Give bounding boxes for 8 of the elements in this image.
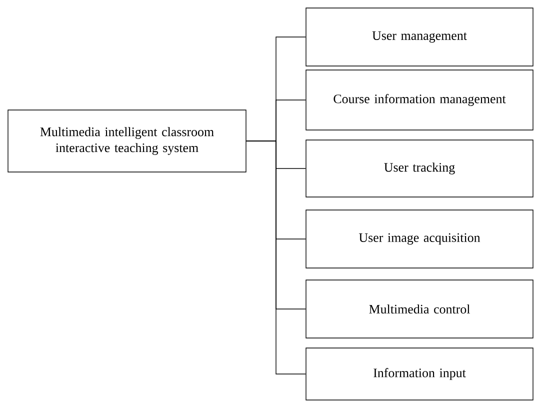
connector-line (246, 140, 306, 374)
system-box: Multimedia intelligent classroom interactive teaching system (8, 110, 246, 172)
module-box: User image acquisition (306, 210, 534, 268)
module-box: Course information management (306, 70, 534, 130)
module-box: Multimedia control (306, 280, 534, 338)
module-box: Information input (306, 348, 534, 400)
module-box: User tracking (306, 140, 534, 198)
module-box: User management (306, 8, 534, 66)
